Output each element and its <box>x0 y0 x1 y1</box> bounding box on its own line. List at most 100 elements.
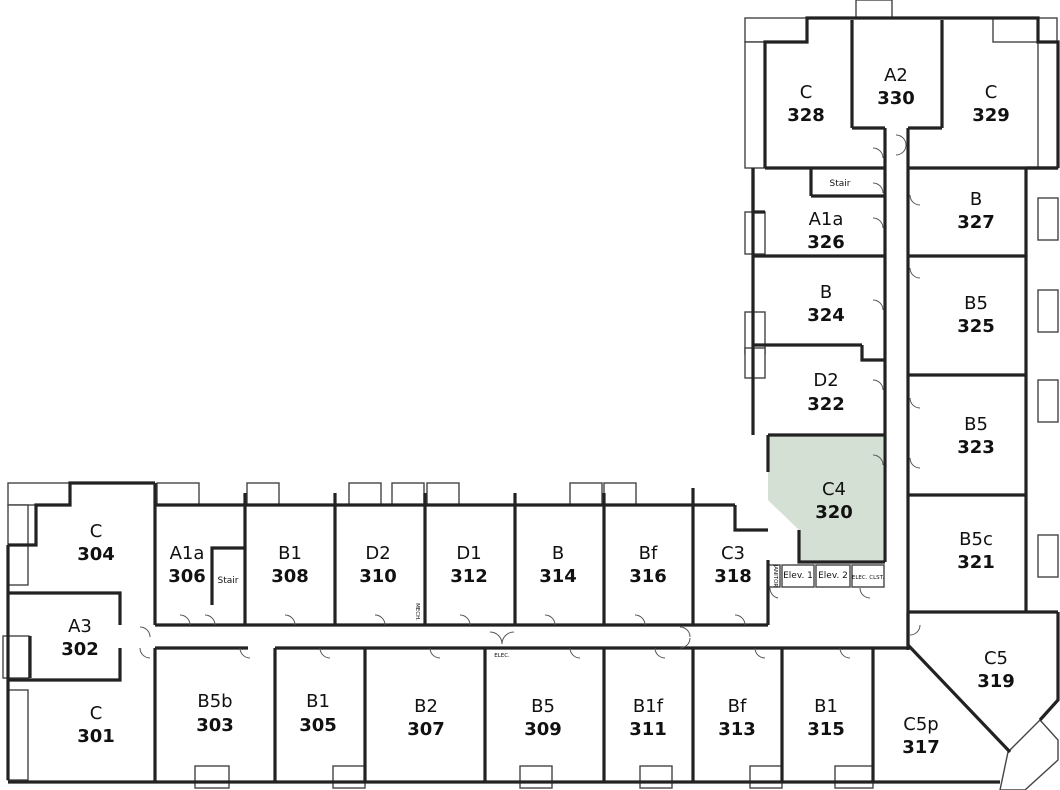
unit-326[interactable]: A1a 326 <box>807 209 845 253</box>
unit-302[interactable]: A3 302 <box>61 616 99 660</box>
unit-324[interactable]: B 324 <box>807 282 845 326</box>
unit-type: C5 <box>984 648 1008 669</box>
unit-number: 309 <box>524 719 562 740</box>
unit-type: D2 <box>365 543 390 564</box>
unit-type: Bf <box>639 543 658 564</box>
unit-number: 319 <box>977 671 1015 692</box>
unit-type: C3 <box>721 543 745 564</box>
elec-label: ELEC. <box>494 653 510 659</box>
unit-313[interactable]: Bf 313 <box>718 696 756 740</box>
unit-type: A3 <box>68 616 92 637</box>
janitor-label: JANITOR <box>772 564 778 588</box>
unit-type: A2 <box>884 65 908 86</box>
unit-number: 305 <box>299 715 337 736</box>
unit-number: 301 <box>77 726 115 747</box>
unit-317[interactable]: C5p 317 <box>902 714 940 758</box>
unit-306[interactable]: A1a 306 <box>168 543 206 587</box>
unit-number: 303 <box>196 715 234 736</box>
unit-type: B <box>970 189 982 210</box>
unit-321[interactable]: B5c 321 <box>957 529 995 573</box>
walls <box>6 16 1060 784</box>
unit-number: 329 <box>972 105 1010 126</box>
unit-type: A1a <box>170 543 205 564</box>
unit-311[interactable]: B1f 311 <box>629 696 667 740</box>
unit-330[interactable]: A2 330 <box>877 65 915 109</box>
unit-type: C <box>985 82 998 103</box>
unit-type: B <box>820 282 832 303</box>
stair-north-label: Stair <box>830 179 851 189</box>
doors <box>139 134 921 659</box>
unit-number: 306 <box>168 566 206 587</box>
unit-type: A1a <box>809 209 844 230</box>
unit-323[interactable]: B5 323 <box>957 414 995 458</box>
unit-327[interactable]: B 327 <box>957 189 995 233</box>
unit-number: 315 <box>807 719 845 740</box>
unit-301[interactable]: C 301 <box>77 703 115 747</box>
unit-309[interactable]: B5 309 <box>524 696 562 740</box>
mech-label: MECH. <box>414 603 420 621</box>
unit-type: B5b <box>197 691 232 712</box>
unit-number: 311 <box>629 719 667 740</box>
unit-type: B5 <box>531 696 555 717</box>
unit-322[interactable]: D2 322 <box>807 370 845 415</box>
unit-type: C4 <box>822 479 846 500</box>
unit-number: 328 <box>787 105 825 126</box>
unit-type: C <box>90 703 103 724</box>
unit-type: B5 <box>964 293 988 314</box>
unit-number: 322 <box>807 394 845 415</box>
unit-number: 321 <box>957 552 995 573</box>
unit-type: B2 <box>414 696 438 717</box>
elevator-1-label: Elev. 1 <box>783 571 813 581</box>
unit-type: D2 <box>813 370 838 391</box>
unit-number: 310 <box>359 566 397 587</box>
unit-number: 330 <box>877 88 915 109</box>
unit-308[interactable]: B1 308 <box>271 543 309 587</box>
unit-type: B1 <box>278 543 302 564</box>
unit-314[interactable]: B 314 <box>539 543 577 587</box>
unit-307[interactable]: B2 307 <box>407 696 445 740</box>
unit-number: 304 <box>77 544 115 565</box>
unit-type: B1 <box>814 696 838 717</box>
unit-312[interactable]: D1 312 <box>450 543 488 587</box>
unit-304[interactable]: C 304 <box>77 521 115 565</box>
elevator-2-label: Elev. 2 <box>818 571 848 581</box>
unit-303[interactable]: B5b 303 <box>196 691 234 736</box>
unit-labels: C 328 A2 330 C 329 A1a 326 B 327 B 324 <box>61 65 1015 758</box>
unit-329[interactable]: C 329 <box>972 82 1010 126</box>
unit-number: 318 <box>714 566 752 587</box>
unit-319[interactable]: C5 319 <box>977 648 1015 692</box>
unit-315[interactable]: B1 315 <box>807 696 845 740</box>
unit-number: 326 <box>807 232 845 253</box>
unit-320-highlight <box>768 435 883 562</box>
unit-type: B <box>552 543 564 564</box>
unit-305[interactable]: B1 305 <box>299 691 337 736</box>
service-areas: Stair Stair Elev. 1 Elev. 2 ELEC. CLST. … <box>218 179 885 659</box>
unit-type: C <box>800 82 813 103</box>
unit-316[interactable]: Bf 316 <box>629 543 667 587</box>
unit-number: 327 <box>957 212 995 233</box>
unit-318[interactable]: C3 318 <box>714 543 752 587</box>
unit-type: C <box>90 521 103 542</box>
unit-type: C5p <box>903 714 938 735</box>
unit-type: B5 <box>964 414 988 435</box>
unit-number: 313 <box>718 719 756 740</box>
elec-closet-label: ELEC. CLST. <box>852 575 884 581</box>
unit-number: 302 <box>61 639 99 660</box>
unit-number: 317 <box>902 737 940 758</box>
unit-number: 325 <box>957 316 995 337</box>
unit-type: B5c <box>959 529 993 550</box>
unit-type: B1 <box>306 691 330 712</box>
unit-number: 323 <box>957 437 995 458</box>
unit-310[interactable]: D2 310 <box>359 543 397 587</box>
unit-type: Bf <box>728 696 747 717</box>
unit-type: D1 <box>456 543 481 564</box>
unit-number: 316 <box>629 566 667 587</box>
stair-west-label: Stair <box>218 576 239 586</box>
unit-325[interactable]: B5 325 <box>957 293 995 337</box>
unit-328[interactable]: C 328 <box>787 82 825 126</box>
unit-number: 312 <box>450 566 488 587</box>
unit-number: 320 <box>815 502 853 523</box>
unit-320[interactable]: C4 320 <box>815 479 853 523</box>
